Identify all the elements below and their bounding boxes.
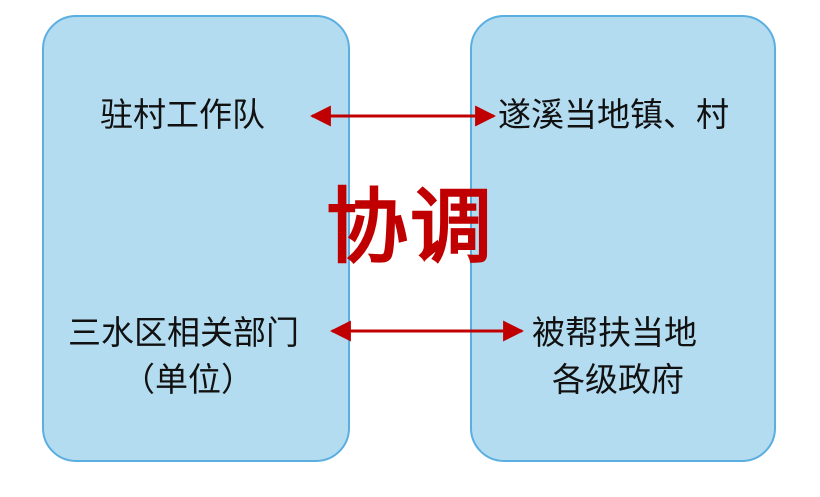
- center-title: 协调: [325, 180, 494, 275]
- left-panel: [42, 15, 350, 462]
- left-top-label: 驻村工作队: [100, 95, 265, 134]
- right-bottom-line2: 各级政府: [552, 360, 684, 399]
- right-panel: [470, 15, 776, 462]
- right-bottom-line1: 被帮扶当地: [532, 313, 697, 352]
- left-bottom-line2: （单位）: [122, 360, 254, 399]
- right-top-label: 遂溪当地镇、村: [498, 95, 729, 134]
- left-bottom-line1: 三水区相关部门: [68, 313, 299, 352]
